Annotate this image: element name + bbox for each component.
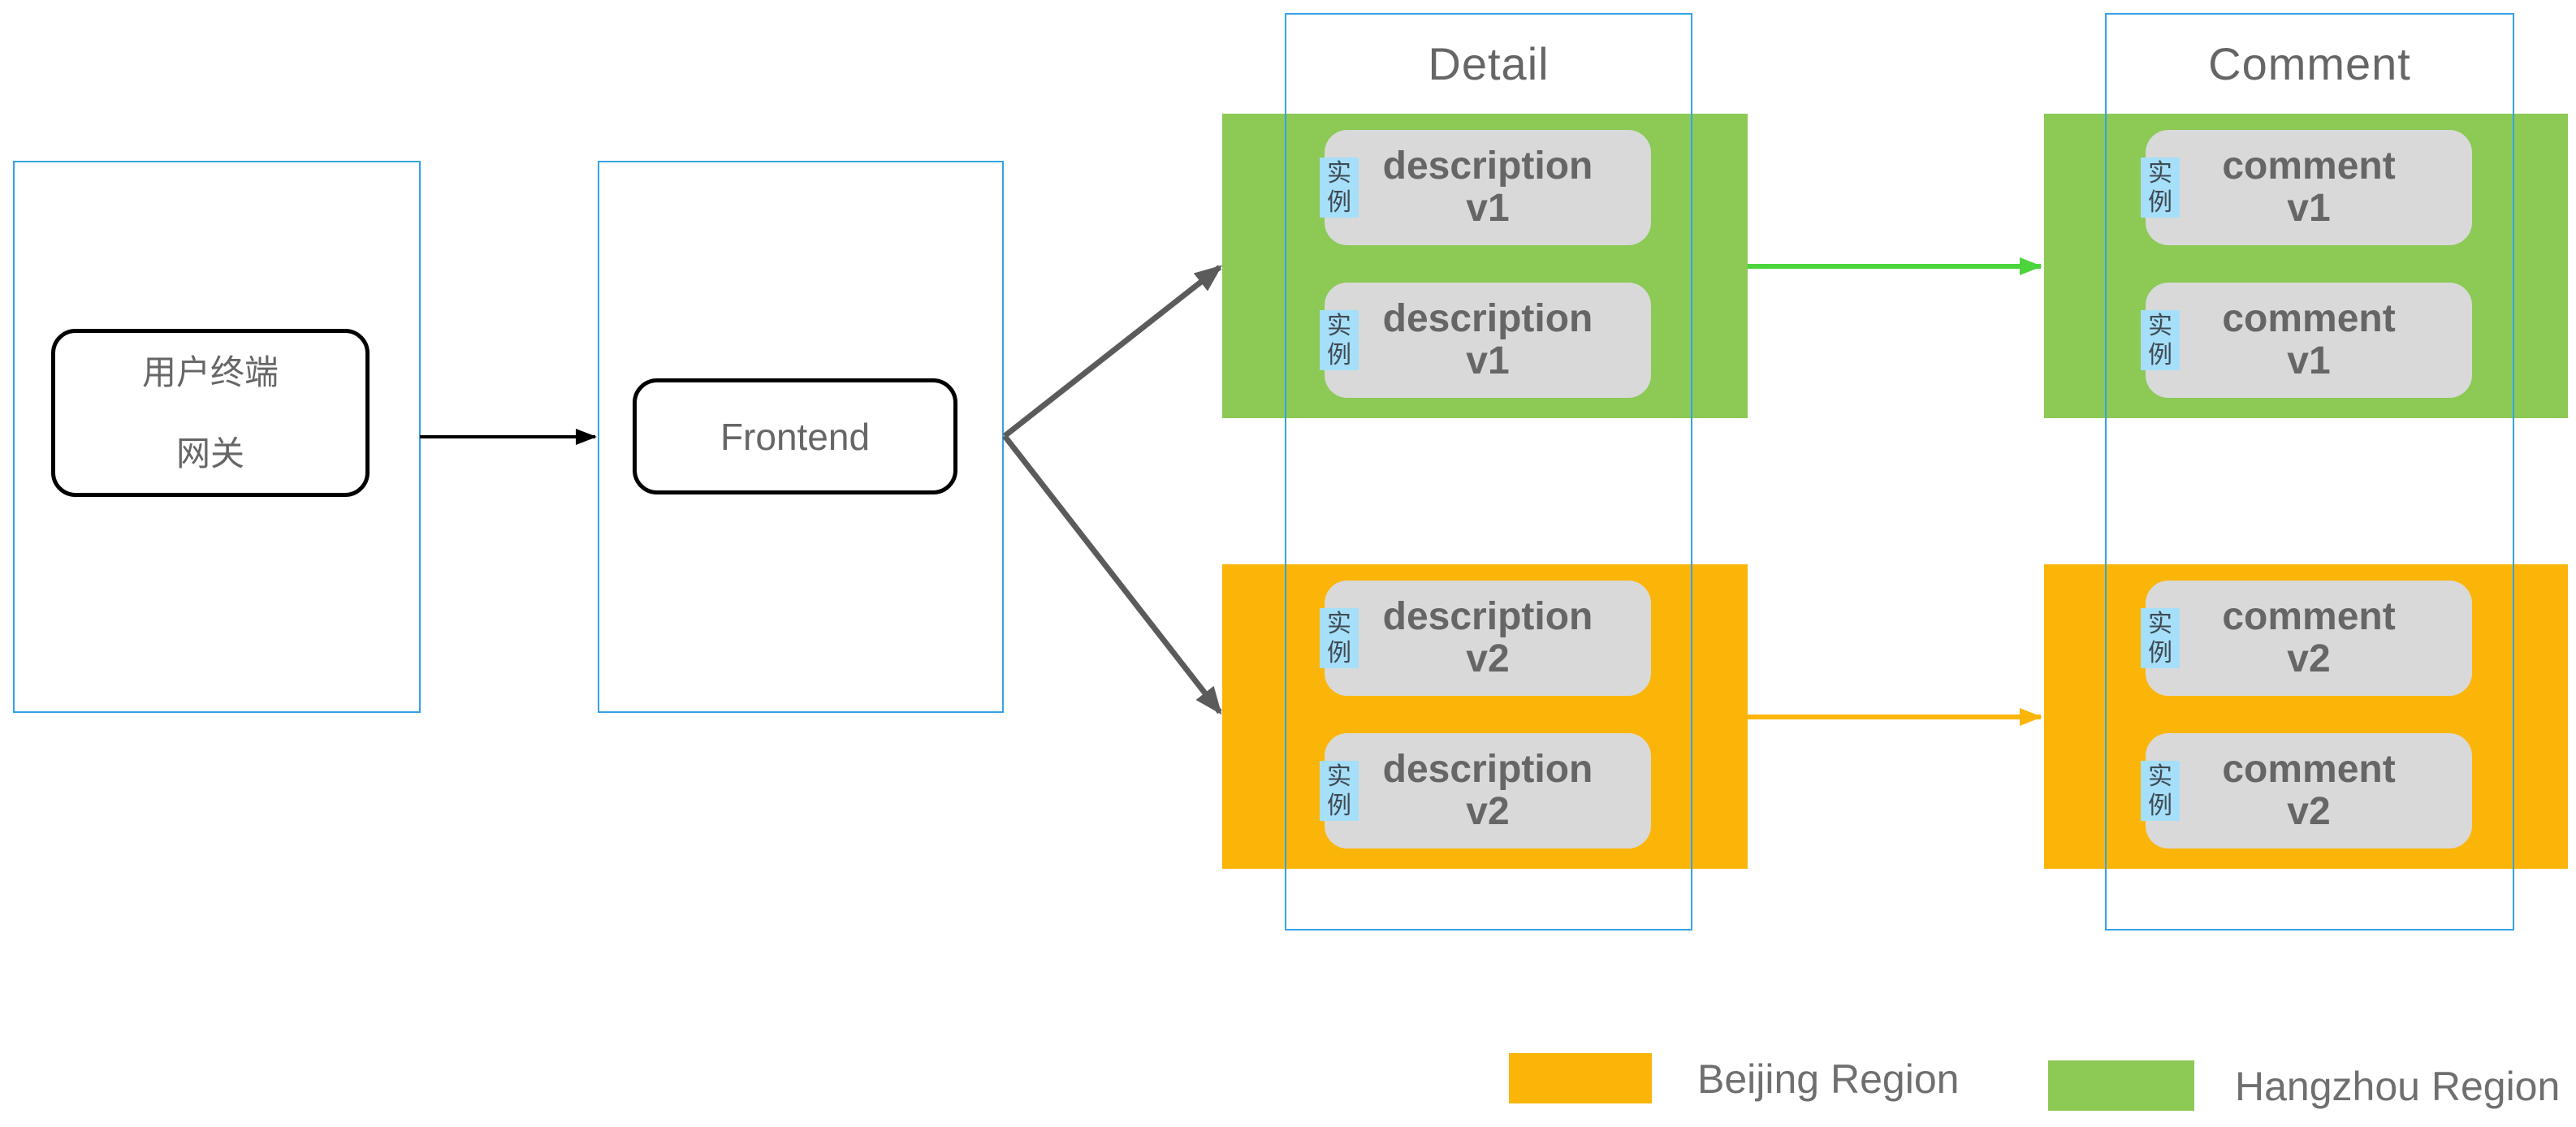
item-version: v2 <box>2287 637 2331 680</box>
instance-tag: 实例 <box>1320 310 1359 370</box>
legend-swatch-hangzhou <box>2048 1060 2194 1111</box>
item-version: v2 <box>2287 790 2331 833</box>
comment-column-title: Comment <box>2208 38 2411 89</box>
item-label: comment <box>2222 297 2396 340</box>
item-label: description <box>1382 595 1593 638</box>
comment-column: Comment <box>2105 13 2514 931</box>
instance-item-description-v1-b: 实例 description v1 <box>1320 283 1651 398</box>
legend-label-beijing: Beijing Region <box>1697 1056 1960 1102</box>
instance-tag: 实例 <box>2141 608 2180 668</box>
arrow-frontend-to-detail-v2 <box>1002 434 1222 715</box>
gateway-node-line2: 网关 <box>175 434 244 473</box>
gateway-node-line1: 用户终端 <box>141 352 279 391</box>
instance-tag: 实例 <box>2141 158 2180 218</box>
item-label: description <box>1382 297 1593 340</box>
instance-tag: 实例 <box>2141 310 2180 370</box>
detail-column-title: Detail <box>1428 38 1549 89</box>
item-version: v1 <box>1466 339 1510 382</box>
instance-item-comment-v1-a: 实例 comment v1 <box>2141 130 2472 245</box>
item-label: comment <box>2222 595 2396 638</box>
legend-swatch-beijing <box>1509 1053 1652 1103</box>
instance-tag: 实例 <box>1320 158 1359 218</box>
instance-tag: 实例 <box>1320 761 1359 821</box>
instance-item-description-v1-a: 实例 description v1 <box>1320 130 1651 245</box>
item-label: description <box>1382 748 1593 791</box>
item-version: v2 <box>1466 790 1510 833</box>
item-label: comment <box>2222 748 2396 791</box>
item-version: v1 <box>2287 187 2331 230</box>
gateway-node: 用户终端 网关 <box>51 329 370 497</box>
item-version: v2 <box>1466 637 1510 680</box>
instance-item-description-v2-a: 实例 description v2 <box>1320 581 1651 696</box>
instance-tag: 实例 <box>1320 608 1359 668</box>
item-label: comment <box>2222 145 2396 188</box>
frontend-node: Frontend <box>633 378 957 494</box>
arrow-frontend-to-detail-v1 <box>1002 265 1223 438</box>
instance-item-comment-v2-a: 实例 comment v2 <box>2141 581 2472 696</box>
instance-item-comment-v2-b: 实例 comment v2 <box>2141 733 2472 848</box>
frontend-node-label: Frontend <box>720 415 871 458</box>
instance-tag: 实例 <box>2141 761 2180 821</box>
instance-item-description-v2-b: 实例 description v2 <box>1320 733 1651 848</box>
item-version: v1 <box>2287 339 2331 382</box>
item-version: v1 <box>1466 187 1510 230</box>
instance-item-comment-v1-b: 实例 comment v1 <box>2141 283 2472 398</box>
item-label: description <box>1382 145 1593 188</box>
detail-column: Detail <box>1285 13 1692 931</box>
legend-label-hangzhou: Hangzhou Region <box>2235 1064 2561 1109</box>
